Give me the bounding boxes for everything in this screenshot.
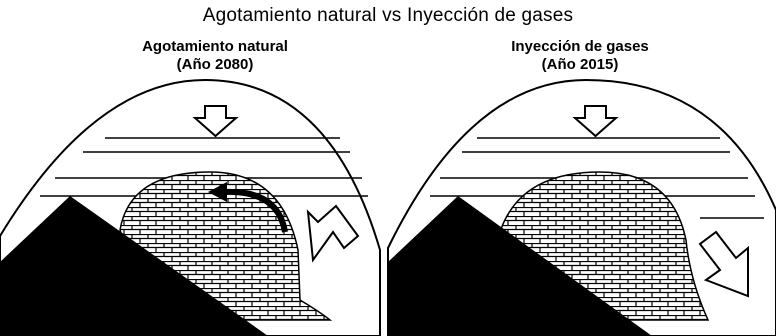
down-arrow-icon <box>698 230 749 298</box>
down-arrow-icon <box>192 105 239 138</box>
panel-title-left-year: (Año 2080) <box>176 56 254 73</box>
panel-title-left: Agotamiento natural (Año 2080) <box>95 38 335 74</box>
panel-title-right-name: Inyección de gases <box>511 38 649 55</box>
panel-title-right: Inyección de gases (Año 2015) <box>460 38 700 74</box>
basement-fault-block-right <box>388 196 652 336</box>
basement-fault-block-left <box>0 196 268 336</box>
down-arrow-icon <box>572 105 619 138</box>
diagram-title: Agotamiento natural vs Inyección de gase… <box>202 5 574 26</box>
panel-title-left-name: Agotamiento natural <box>142 38 288 55</box>
panel-left <box>0 78 381 336</box>
curved-arrow-icon <box>208 182 288 233</box>
up-arrow-icon <box>306 204 360 263</box>
panel-title-right-year: (Año 2015) <box>541 56 619 73</box>
panel-right <box>387 78 776 336</box>
